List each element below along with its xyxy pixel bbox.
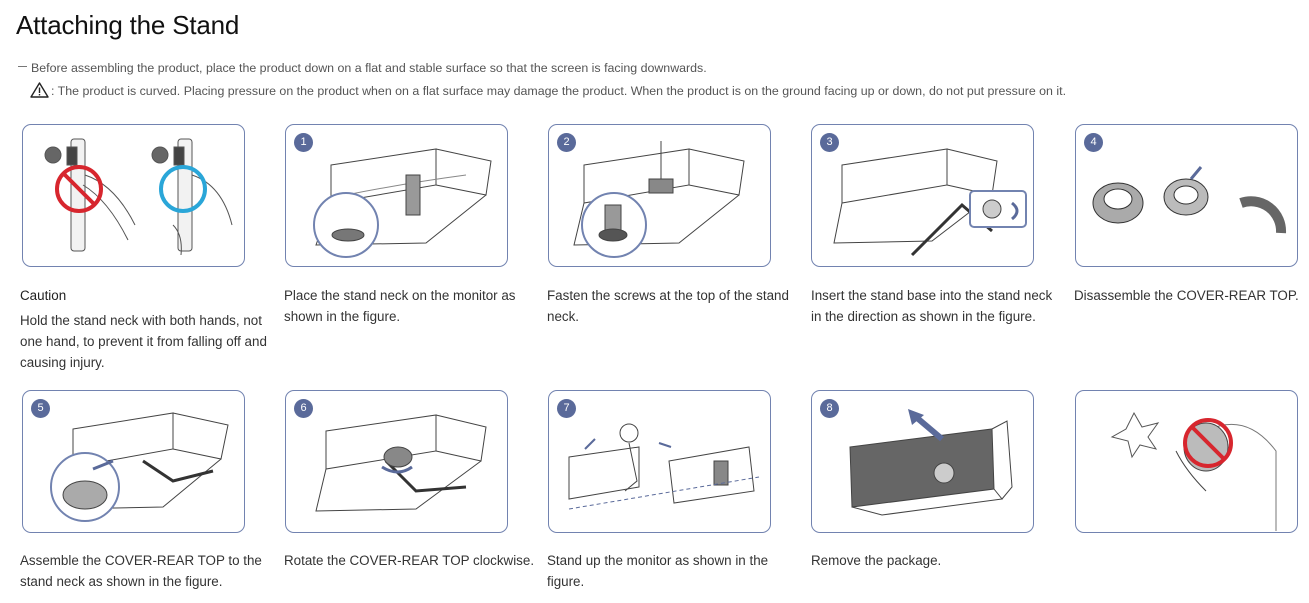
correct-grip-figure <box>151 138 233 256</box>
step-badge: 6 <box>294 399 313 418</box>
assembly-note: Before assembling the product, place the… <box>18 61 707 75</box>
note-dash <box>18 65 27 67</box>
warning-icon <box>30 82 49 101</box>
wrong-grip-figure <box>44 138 136 252</box>
step-1-illustration: 1 <box>285 124 508 267</box>
step-6-caption: Rotate the COVER-REAR TOP clockwise. <box>284 553 535 568</box>
step-badge: 2 <box>557 133 576 152</box>
step-1-caption: Place the stand neck on the monitor as s… <box>284 288 516 324</box>
step-4-caption: Disassemble the COVER-REAR TOP. <box>1074 288 1299 303</box>
step-badge: 7 <box>557 399 576 418</box>
step-7-caption: Stand up the monitor as shown in the fig… <box>547 553 769 589</box>
step-2-illustration: 2 <box>548 124 771 267</box>
step-4-illustration: 4 <box>1075 124 1298 267</box>
note-text: Before assembling the product, place the… <box>31 61 707 75</box>
caution-text: Hold the stand neck with both hands, not… <box>20 313 267 370</box>
step-8-caption: Remove the package. <box>811 553 942 568</box>
step-2-caption: Fasten the screws at the top of the stan… <box>547 288 789 324</box>
step-3-caption: Insert the stand base into the stand nec… <box>811 288 1053 324</box>
step-8-illustration: 8 <box>811 390 1034 533</box>
caution-heading: Caution <box>20 288 67 303</box>
caution-caption: Caution Hold the stand neck with both ha… <box>20 285 275 373</box>
step-badge: 1 <box>294 133 313 152</box>
step-6-illustration: 6 <box>285 390 508 533</box>
caution-illustration <box>22 124 245 267</box>
page-title: Attaching the Stand <box>16 10 240 40</box>
step-5-caption: Assemble the COVER-REAR TOP to the stand… <box>20 553 262 589</box>
step-5-illustration: 5 <box>22 390 245 533</box>
step-badge: 4 <box>1084 133 1103 152</box>
curved-warning: : The product is curved. Placing pressur… <box>30 82 1066 101</box>
prohibited-pressure-illustration <box>1075 390 1298 533</box>
step-badge: 3 <box>820 133 839 152</box>
step-7-illustration: 7 <box>548 390 771 533</box>
warning-text: : The product is curved. Placing pressur… <box>51 84 1067 98</box>
step-badge: 5 <box>31 399 50 418</box>
step-3-illustration: 3 <box>811 124 1034 267</box>
step-badge: 8 <box>820 399 839 418</box>
